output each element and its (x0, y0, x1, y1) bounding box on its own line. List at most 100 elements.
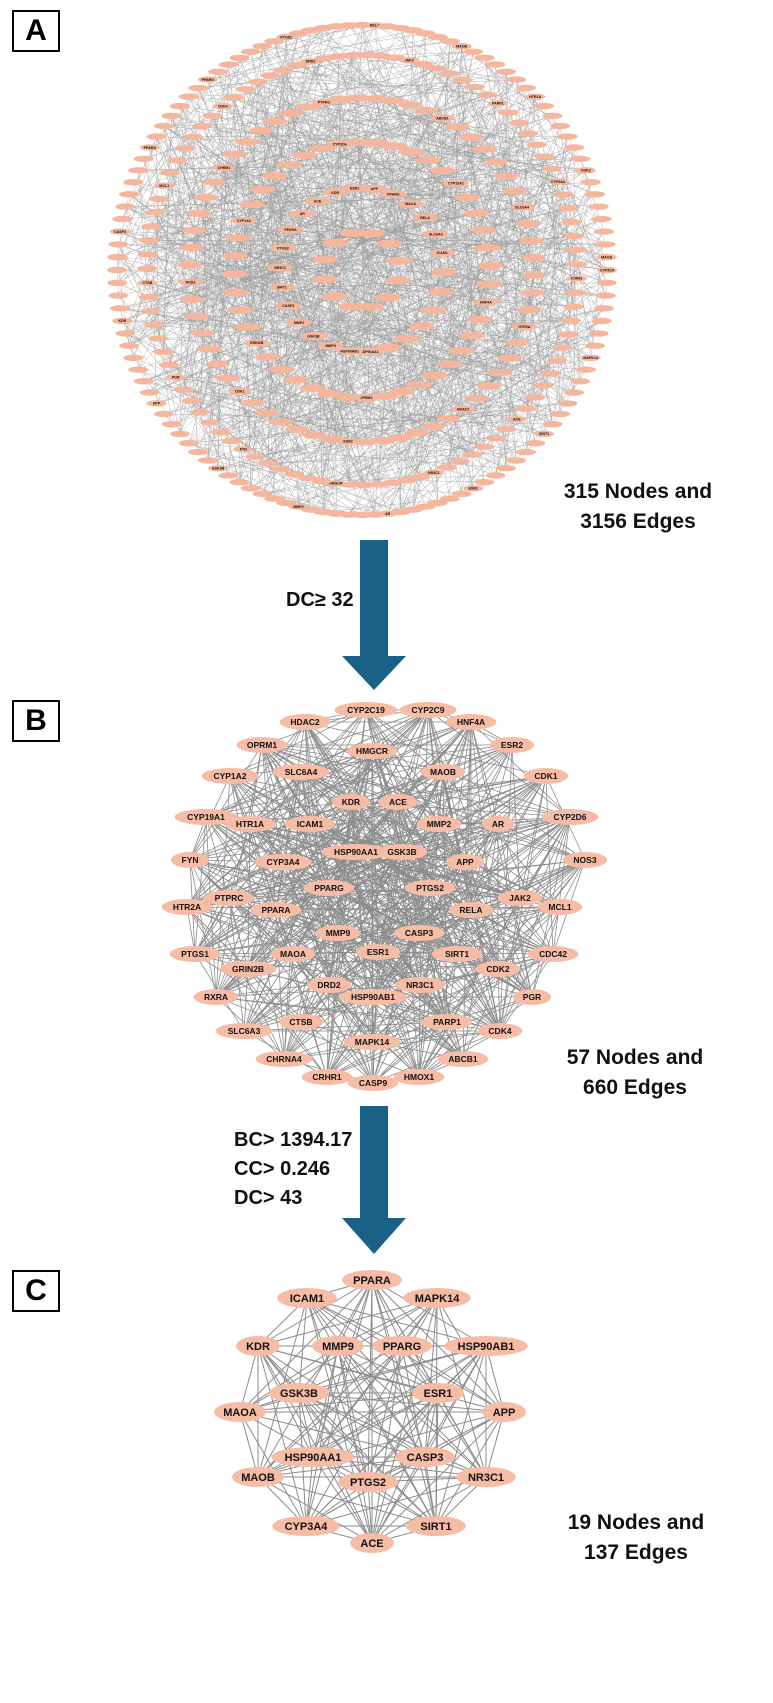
network-a-node: PPARG (197, 76, 218, 83)
network-a-node (264, 38, 285, 45)
network-a-node: PTGS2 (270, 243, 297, 252)
network-a-edge (128, 281, 191, 346)
network-a-edge (575, 269, 608, 293)
network-a-node-shape (110, 228, 131, 235)
network-a-edge (335, 375, 435, 484)
network-a-node-shape (167, 157, 188, 164)
network-b-node-shape (562, 852, 608, 868)
network-a-node (173, 386, 194, 393)
network-a-edge (281, 170, 586, 370)
network-a-node-shape (542, 112, 563, 120)
network-a-node (139, 237, 160, 244)
network-a-node (494, 172, 519, 180)
network-a-edge (188, 96, 552, 170)
network-a-edge (412, 476, 421, 510)
network-a-edge (231, 395, 385, 442)
network-a-edge (280, 351, 370, 470)
network-a-node-shape (477, 382, 502, 390)
network-a-node (115, 203, 136, 210)
network-b-node-cdk4: CDK4 (477, 1023, 523, 1039)
network-a-node: CASP3 (275, 301, 302, 310)
network-a-node (257, 460, 278, 467)
network-a-node-label: APP (153, 402, 161, 406)
network-c-edge (239, 1345, 259, 1413)
network-a-edge (495, 235, 575, 476)
network-a-node (276, 160, 303, 169)
network-a-node (189, 329, 214, 337)
network-a-node-shape (308, 144, 335, 153)
network-a-node (515, 84, 536, 92)
network-a-edge (266, 115, 553, 414)
network-c-edge (239, 1392, 439, 1413)
network-c-node-esr1: ESR1 (412, 1383, 464, 1403)
network-a-node-shape (257, 460, 278, 467)
network-b-node-gsk3b: GSK3B (376, 844, 428, 860)
network-c-node-ace: ACE (350, 1533, 394, 1553)
network-a-edge (321, 148, 563, 348)
network-a-node (564, 232, 585, 240)
network-a-node (159, 361, 180, 369)
network-b-node-label: CASP9 (359, 1078, 388, 1088)
network-a-node (110, 305, 131, 312)
network-a-node (205, 360, 230, 368)
network-b-node-shape (394, 977, 446, 993)
network-c-node-shape (312, 1336, 364, 1356)
network-a-node (420, 423, 445, 431)
network-a-edge (461, 381, 581, 494)
network-a-node (435, 360, 462, 368)
network-b-node-app: APP (445, 854, 485, 870)
network-c-node-label: ACE (360, 1538, 383, 1550)
network-a-node-shape (223, 94, 244, 101)
network-c-edge (312, 1392, 439, 1458)
network-a-node-shape (212, 103, 233, 110)
network-a-node-shape (284, 470, 305, 478)
network-a-node-shape (448, 346, 475, 355)
network-a-node-shape (472, 145, 497, 153)
network-a-node-shape (475, 243, 502, 252)
network-b-edge (243, 851, 403, 1032)
network-a-node (167, 157, 188, 164)
network-c-node-hsp90aa1: HSP90AA1 (271, 1447, 355, 1467)
network-a-node-shape (445, 123, 470, 131)
network-a-edge (201, 332, 366, 443)
network-a-node-label: GRIN2B (250, 341, 264, 345)
network-a-edge (294, 326, 525, 475)
network-b-node-shape (331, 794, 371, 810)
network-a-edge (471, 136, 568, 138)
network-b-node-fyn: FYN (170, 852, 210, 868)
network-b-node-shape (279, 714, 331, 730)
network-a-node-label: AR (300, 212, 306, 216)
network-a-node-shape (128, 366, 149, 373)
network-a-node (339, 229, 366, 238)
network-a-node (254, 409, 279, 417)
network-c-edge (306, 1297, 369, 1483)
network-a-node (190, 408, 211, 416)
network-a-node-label: MAPK14 (583, 356, 598, 360)
network-a-edge (273, 41, 326, 260)
network-a-edge (199, 68, 437, 214)
network-a-node (270, 465, 291, 473)
network-a-node: CTSB (137, 279, 158, 287)
network-a-edge (239, 221, 572, 483)
network-a-edge (125, 333, 164, 353)
network-a-node (437, 464, 458, 471)
network-b-edge (401, 771, 444, 853)
network-a-node (268, 365, 295, 374)
network-a-edge (400, 476, 421, 513)
network-a-node-shape (115, 330, 136, 337)
network-a-node (118, 342, 139, 349)
network-a-edge (484, 57, 553, 425)
network-a-edge (422, 63, 605, 232)
network-a-node (133, 155, 154, 162)
network-a-node-shape (557, 205, 578, 212)
network-b-edge (194, 953, 421, 986)
network-b-node-casp3: CASP3 (393, 925, 445, 941)
network-a-node-label: SLC6A4 (515, 205, 529, 209)
network-a-node (464, 394, 489, 402)
network-b-edge (275, 909, 285, 1060)
network-a-node-shape (375, 293, 402, 302)
network-a-node (525, 440, 546, 447)
filter-second-cc: CC> 0.246 (234, 1158, 331, 1180)
network-b-node-label: CHRNA4 (266, 1054, 302, 1064)
network-a-node (133, 378, 154, 385)
